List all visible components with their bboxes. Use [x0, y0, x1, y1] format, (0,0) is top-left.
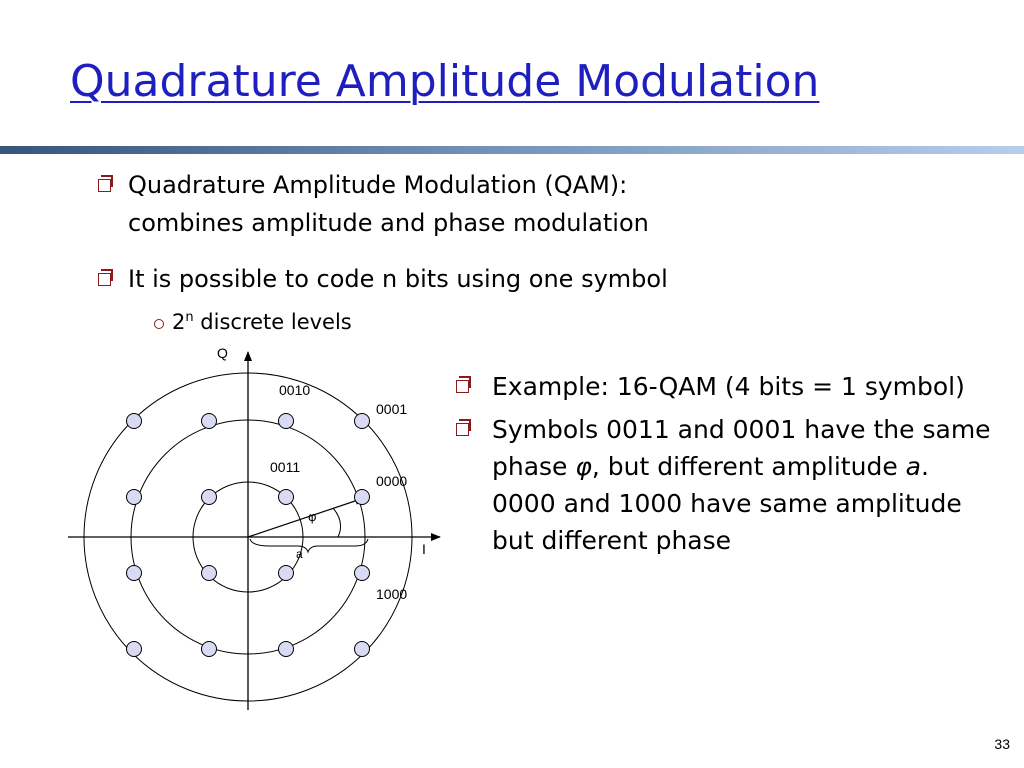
bullet-text: Example: 16-QAM (4 bits = 1 symbol)	[492, 372, 965, 401]
amplitude-symbol: a	[905, 452, 921, 481]
constellation-point	[278, 489, 294, 505]
constellation-point	[278, 641, 294, 657]
amplitude-ring-inner	[192, 481, 304, 593]
title-divider-bar	[0, 146, 1024, 154]
checkbox-bullet-icon	[98, 269, 113, 286]
bullet-text-mid: , but different amplitude	[591, 452, 906, 481]
qam-constellation-diagram: Q I 0010 0001 0011 0000 1000 φ a	[68, 345, 441, 710]
checkbox-bullet-icon	[456, 419, 471, 436]
constellation-point	[278, 565, 294, 581]
bullet-line: Quadrature Amplitude Modulation (QAM):	[128, 171, 628, 199]
amplitude-ring-outer	[83, 372, 413, 702]
i-axis-label: I	[422, 541, 426, 557]
amplitude-brace	[249, 538, 369, 554]
sub-superscript: n	[185, 310, 194, 325]
constellation-point	[201, 565, 217, 581]
sub-text: discrete levels	[193, 310, 352, 334]
constellation-point	[354, 641, 370, 657]
q-axis-label: Q	[217, 345, 228, 361]
phase-arc	[332, 507, 342, 538]
bullet-text-pre: Symbols 0011 and 0001 have the same phas…	[492, 415, 991, 481]
bullet-example: Example: 16-QAM (4 bits = 1 symbol)	[456, 368, 992, 405]
constellation-point	[201, 641, 217, 657]
label-1000: 1000	[376, 586, 407, 602]
right-bullet-list: Example: 16-QAM (4 bits = 1 symbol) Symb…	[456, 368, 992, 559]
label-0000: 0000	[376, 473, 407, 489]
checkbox-bullet-icon	[98, 175, 113, 192]
constellation-point	[201, 413, 217, 429]
bullet-line: It is possible to code n bits using one …	[128, 265, 668, 293]
sub-base: 2	[172, 310, 186, 334]
label-0001: 0001	[376, 401, 407, 417]
bullet-qam-definition: Quadrature Amplitude Modulation (QAM): c…	[98, 166, 649, 242]
amplitude-symbol-label: a	[296, 547, 303, 561]
constellation-point	[278, 413, 294, 429]
constellation-point	[126, 565, 142, 581]
label-0011: 0011	[270, 459, 300, 475]
constellation-point	[354, 565, 370, 581]
bullet-n-bits: It is possible to code n bits using one …	[98, 260, 668, 298]
bullet-symbols: Symbols 0011 and 0001 have the same phas…	[456, 411, 992, 559]
phase-symbol-label: φ	[308, 509, 316, 524]
constellation-point	[126, 489, 142, 505]
phase-vector	[247, 497, 365, 538]
phi-symbol: φ	[575, 452, 592, 481]
constellation-point	[126, 413, 142, 429]
constellation-point	[354, 489, 370, 505]
page-number: 33	[994, 736, 1010, 752]
ring-bullet-icon	[154, 319, 164, 329]
amplitude-ring-middle	[130, 419, 366, 655]
bullet-line: combines amplitude and phase modulation	[128, 209, 649, 237]
sub-bullet-levels: 2n discrete levels	[154, 310, 352, 334]
label-0010: 0010	[279, 382, 310, 398]
constellation-point	[354, 413, 370, 429]
constellation-point	[201, 489, 217, 505]
constellation-point	[126, 641, 142, 657]
slide-title: Quadrature Amplitude Modulation	[70, 56, 820, 107]
bullet-text-post: . 0000 and 1000 have same amplitude but …	[492, 452, 962, 555]
checkbox-bullet-icon	[456, 376, 471, 393]
